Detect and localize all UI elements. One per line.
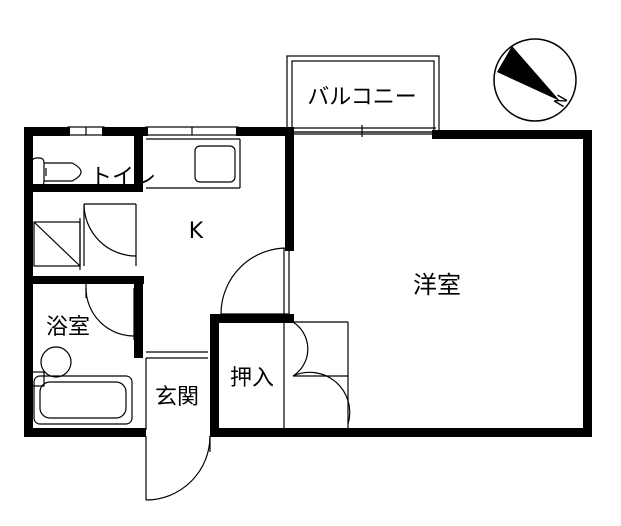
entrance-label: 玄関 <box>155 385 199 410</box>
balcony: バルコニー <box>286 55 440 133</box>
balcony-label: バルコニー <box>307 85 417 110</box>
toilet-label: トイレ <box>90 165 156 190</box>
closet-label: 押入 <box>230 366 274 391</box>
walls <box>24 127 592 437</box>
room-labels: トイレ K 洋室 浴室 押入 玄関 <box>46 165 461 410</box>
compass-icon: N <box>493 38 577 122</box>
kitchen-label: K <box>189 219 204 244</box>
bathroom-label: 浴室 <box>46 315 90 340</box>
western-room-label: 洋室 <box>413 271 461 299</box>
